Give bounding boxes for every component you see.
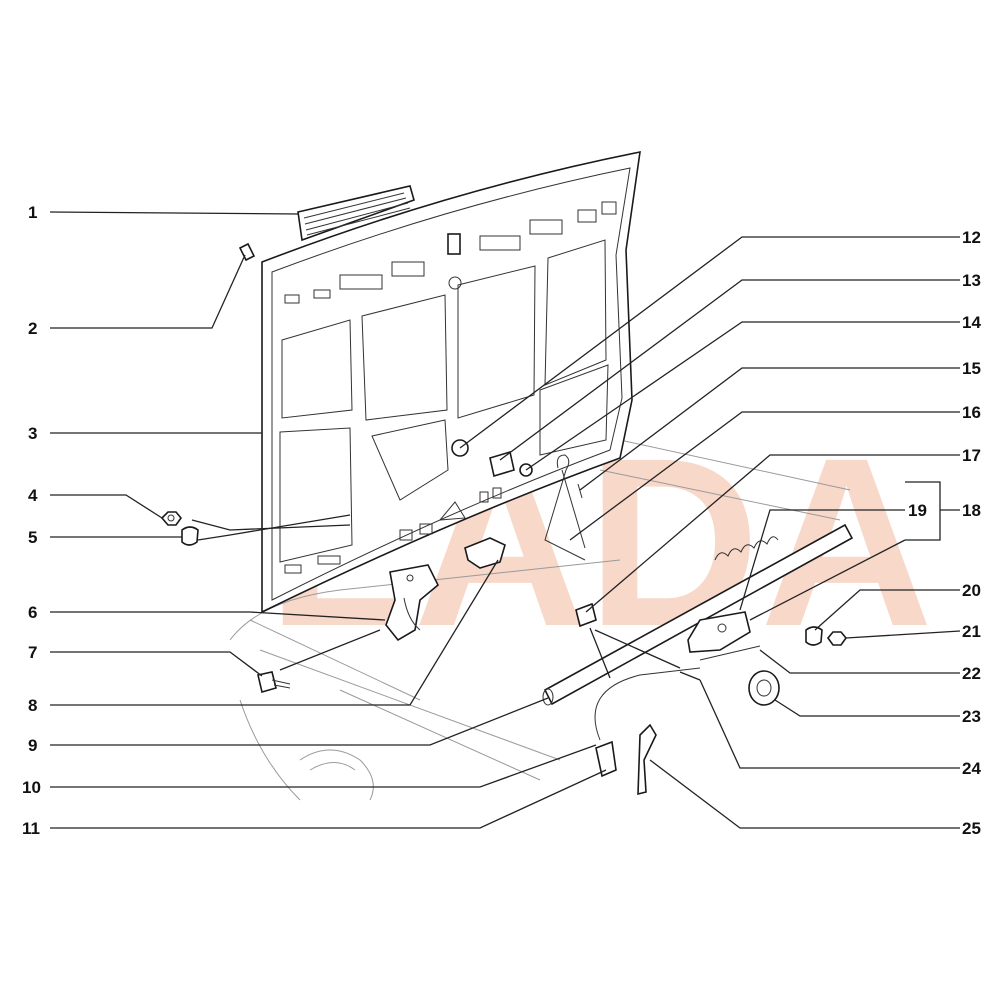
callout-25: 25: [962, 819, 981, 838]
callout-labels: 1 2 3 4 5 6 7 8 9 10 11 12 13 14 15 16 1…: [22, 203, 981, 838]
callout-18: 18: [962, 501, 981, 520]
rubber-plug: [238, 242, 256, 262]
callout-7: 7: [28, 643, 37, 662]
callout-14: 14: [962, 313, 981, 332]
latch-striker: [464, 537, 506, 569]
hinge-nuts: [160, 511, 199, 546]
release-cable: [594, 667, 701, 778]
callout-15: 15: [962, 359, 981, 378]
cable-end: [699, 645, 761, 661]
cable-clip: [575, 602, 597, 628]
callout-9: 9: [28, 736, 37, 755]
callout-16: 16: [962, 403, 981, 422]
callout-3: 3: [28, 424, 37, 443]
callout-21: 21: [962, 622, 981, 641]
callout-8: 8: [28, 696, 37, 715]
callout-17: 17: [962, 446, 981, 465]
callout-11: 11: [22, 819, 40, 838]
air-intake-grille: [297, 185, 415, 242]
callout-1: 1: [28, 203, 37, 222]
callout-4: 4: [28, 486, 38, 505]
leader-lines: [49, 211, 961, 829]
callout-24: 24: [962, 759, 981, 778]
latch-nuts: [805, 626, 848, 646]
grommet: [748, 670, 780, 706]
callout-5: 5: [28, 528, 37, 547]
callout-13: 13: [962, 271, 981, 290]
hood-panel: [261, 150, 641, 614]
release-lever: [637, 723, 657, 796]
callout-6: 6: [28, 603, 37, 622]
hood-hinge: [385, 564, 439, 642]
callout-12: 12: [962, 228, 981, 247]
callout-20: 20: [962, 581, 981, 600]
hood-prop-rod: [451, 439, 586, 561]
hinge-bolt: [257, 671, 291, 693]
callout-10: 10: [22, 778, 41, 797]
callout-22: 22: [962, 664, 981, 683]
callout-23: 23: [962, 707, 981, 726]
tension-spring: [714, 536, 779, 561]
release-cable-tube: [542, 523, 854, 706]
callout-19: 19: [908, 501, 927, 520]
hood-latch-lock: [687, 611, 751, 653]
callout-2: 2: [28, 319, 37, 338]
